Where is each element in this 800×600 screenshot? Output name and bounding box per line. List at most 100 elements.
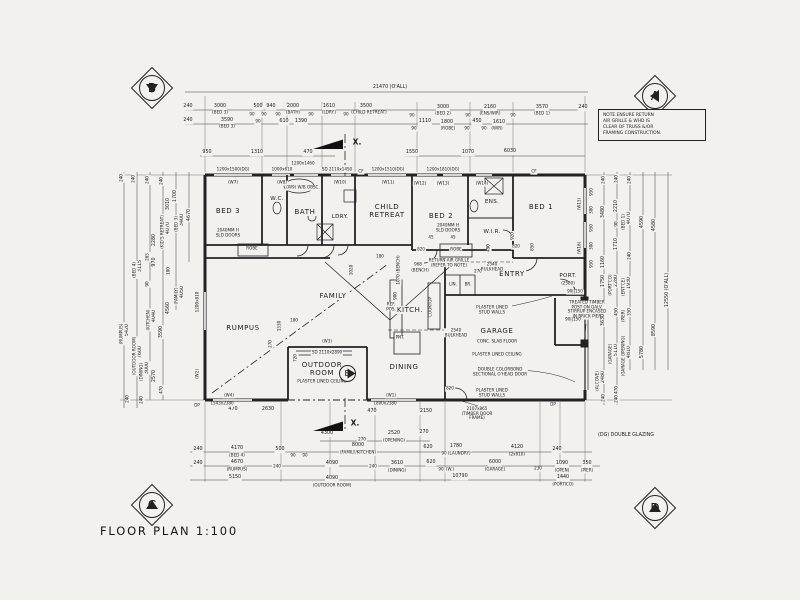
dim-label: 3610 [389, 461, 405, 467]
dim-label: 1090 [554, 461, 570, 467]
dim-label: LIN. [448, 281, 458, 288]
dim-label: 3630 [601, 312, 607, 328]
dim-label: 90 [254, 118, 262, 125]
dim-label: 1700 [173, 188, 179, 204]
dim-label: 21470 (O'ALL) [371, 85, 409, 91]
dim-label: 1200x810 [194, 290, 201, 314]
dim-label: (W.) [444, 466, 456, 473]
dim-label: (FAMILY) [173, 286, 180, 306]
dim-label: ROBE [449, 246, 463, 253]
dim-label: DP [193, 402, 201, 409]
drawing-title: FLOOR PLAN 1:100 [100, 524, 239, 538]
dim-label: 2150 [418, 409, 434, 415]
dim-label: PNT. [394, 334, 406, 341]
marker-pointer-right [347, 368, 361, 378]
dim-label: 5150 [227, 475, 243, 481]
dim-label: (BED 3) [173, 215, 180, 233]
dim-label: 1440 [555, 475, 571, 481]
dim-label: 3000 [435, 105, 451, 111]
dim-label: (WIR) [490, 125, 504, 132]
dim-label: 12550 (O'ALL) [665, 271, 671, 309]
room-label: BED 1 [527, 202, 555, 212]
dim-label: DP [549, 401, 557, 408]
dim-label: 240 [613, 394, 620, 404]
room-label: KITCH. [395, 305, 425, 315]
dim-label: 8590 [652, 322, 658, 338]
dim-label: 5780 [640, 344, 646, 360]
dim-label: W.C. [269, 195, 285, 203]
dim-label: (OUTDOOR ROOM) [311, 482, 353, 489]
dim-label: (BED 2) [434, 110, 452, 117]
marker-pointer-down [146, 84, 158, 99]
dim-label: (ENS/WIR) [478, 110, 502, 117]
dim-label: (BED 1) [533, 110, 551, 117]
dim-label: 4560 [166, 300, 172, 316]
dim-label: 490 [485, 243, 492, 253]
dim-label: 470 [158, 385, 165, 395]
dim-label: 90||150 [564, 316, 582, 323]
dim-label: 90 [408, 112, 416, 119]
section-marker-e: E [338, 364, 356, 382]
dim-label: CONC. SLAB FLOOR [475, 338, 519, 345]
annotation-label: TREATED TIMBER POST ON GALV. STIRRUP ENC… [566, 299, 608, 320]
dim-label: 4120 [509, 445, 525, 451]
dim-label: 240 [272, 463, 282, 470]
dim-label: CF [530, 168, 538, 175]
dim-label: (W2) [194, 368, 201, 380]
dim-label: (BED 1) [620, 213, 627, 231]
construction-note: NOTE ENSURE RETURN AIR GRILLE & WHD IS C… [598, 109, 706, 141]
dim-label: 90 [464, 112, 472, 119]
dim-label: 610 [278, 119, 290, 125]
dim-label: 90 [613, 220, 620, 228]
dim-label: 4170 [229, 446, 245, 452]
dim-label: 1800 [439, 120, 455, 126]
dim-label: 90 [274, 111, 282, 118]
dim-label: (LDRY.) [320, 109, 338, 116]
dim-label: CF [357, 168, 365, 175]
dim-label: 1070 [460, 150, 476, 156]
dim-label: (ALCOVE) [594, 370, 601, 392]
dim-label: COOKTOP [427, 296, 434, 318]
dim-label: (RUMPUS) [225, 466, 249, 473]
annotation-label: 2040MM H SLD DOORS [214, 227, 242, 238]
dim-label: 90 [260, 111, 268, 118]
dim-label: 2160 [482, 105, 498, 111]
dim-label: (CHILD RETREAT) [350, 109, 388, 116]
dim-label: (BED 4) [228, 452, 246, 459]
dim-label: 240 [144, 175, 151, 185]
dim-label: 240 [138, 395, 145, 405]
dim-label: 3590 [159, 324, 165, 340]
dim-label: PORT. [558, 272, 578, 280]
dim-label: SD 2110x2890 [310, 349, 344, 356]
dim-label: 3570 [534, 105, 550, 111]
dim-label: 180 [289, 317, 299, 324]
dim-label: (W7) [227, 179, 239, 186]
dim-label: 240 [551, 447, 563, 453]
room-label: FAMILY [318, 291, 348, 301]
annotation-label: PLASTER LINED STUD WALLS [475, 387, 509, 398]
section-label: X. [352, 137, 362, 147]
section-label: X. [350, 418, 360, 428]
dim-label: 1530 [276, 319, 283, 333]
dim-label: (W15) [576, 196, 583, 212]
dim-label: 90 [289, 452, 297, 459]
dim-label: 90 [301, 452, 309, 459]
room-label: CHILD RETREAT [368, 202, 406, 220]
dim-label: 1000x610 [270, 166, 294, 173]
dim-label: 90 [480, 125, 488, 132]
dim-label: 90||150 [566, 288, 584, 295]
room-label: BED 3 [214, 206, 242, 216]
dim-label: 180 [375, 253, 385, 260]
dim-label: (BENCH) [410, 267, 430, 274]
dim-label: 240 [192, 461, 204, 467]
dim-label: 3500 [358, 104, 374, 110]
dim-label: 90 [437, 466, 445, 473]
dim-label: 270 [418, 430, 430, 436]
dim-label: 240 [158, 176, 165, 186]
dim-label: 1610 [491, 120, 507, 126]
annotation-label: DOUBLE COLORBOND SECTIONAL O'HEAD DOOR [471, 366, 529, 377]
dim-label: (ENT'CE) [620, 277, 627, 297]
dim-label: 1070 (BENCH) [395, 254, 402, 286]
dim-label: (W3) [321, 338, 333, 345]
dim-label: 1200x1510(DG) [370, 166, 406, 173]
